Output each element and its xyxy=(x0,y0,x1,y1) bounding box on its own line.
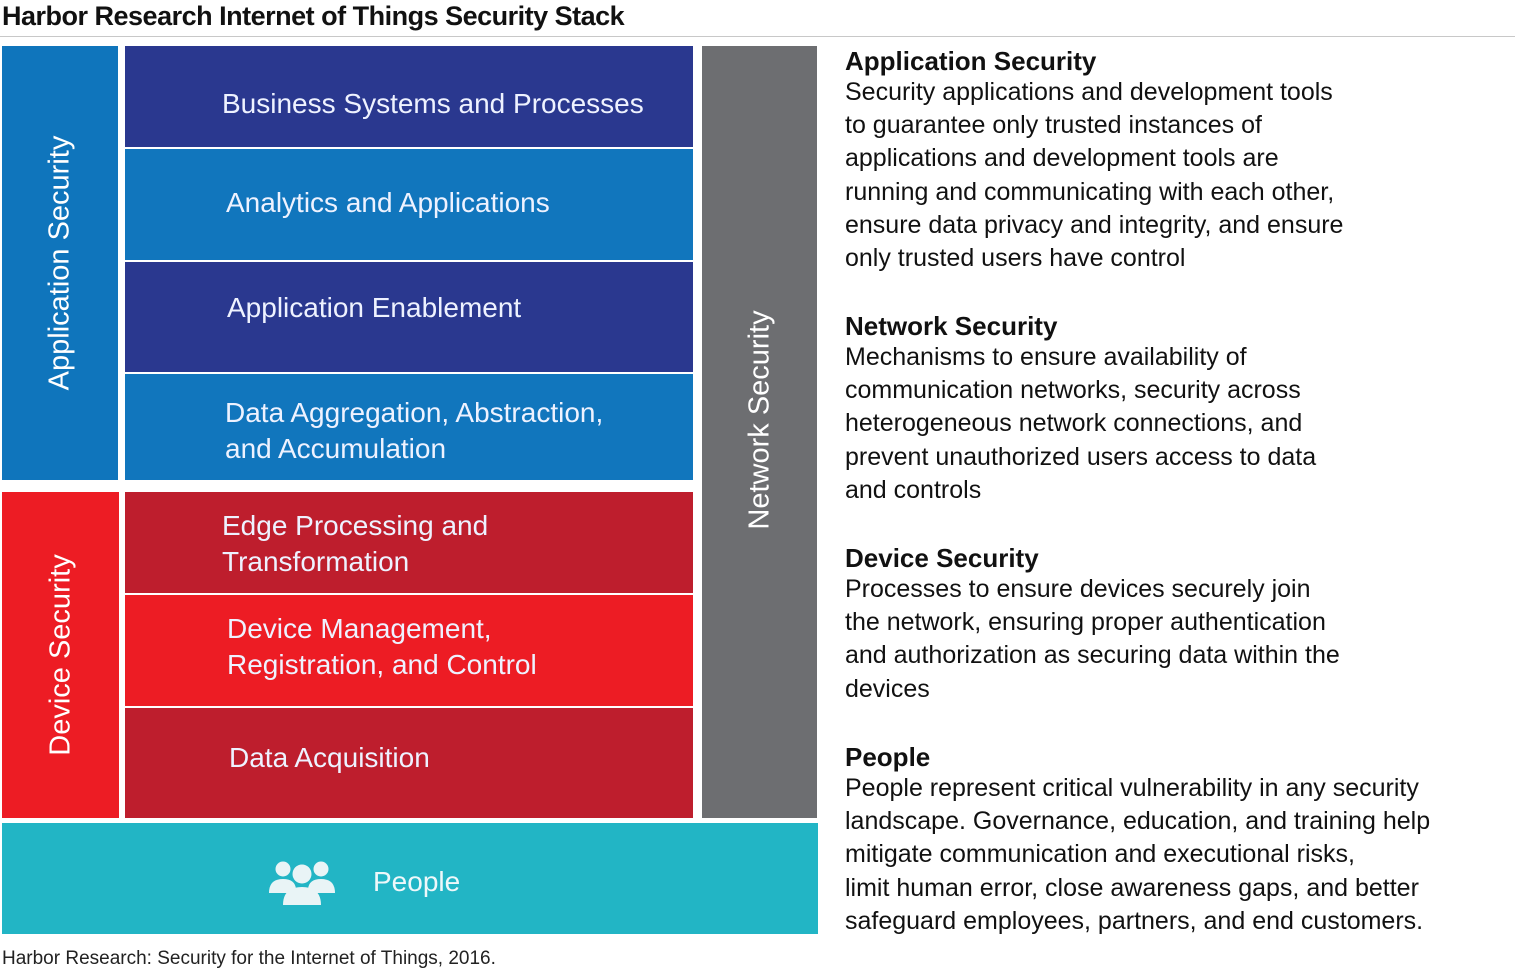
layer-device-management: Device Management, Registration, and Con… xyxy=(125,595,693,706)
layer-line: Transformation xyxy=(222,546,410,577)
layer-data-acquisition: Data Acquisition xyxy=(125,708,693,818)
layer-line: and Accumulation xyxy=(225,433,447,464)
description-body: Mechanisms to ensure availability of com… xyxy=(845,343,1317,504)
description-heading: Application Security xyxy=(845,46,1097,76)
layer-edge-processing: Edge Processing and Transformation xyxy=(125,492,693,593)
layer-line: Data Acquisition xyxy=(229,742,430,773)
people-bar: People xyxy=(2,823,818,934)
page-title: Harbor Research Internet of Things Secur… xyxy=(2,1,625,31)
source-caption: Harbor Research: Security for the Intern… xyxy=(2,948,496,969)
description-device-security: Device Security Processes to ensure devi… xyxy=(845,543,1525,706)
device-security-bar: Device Security xyxy=(2,492,119,818)
description-body: People represent critical vulnerability … xyxy=(845,774,1431,935)
layer-data-aggregation: Data Aggregation, Abstraction, and Accum… xyxy=(125,374,693,480)
description-people: People People represent critical vulnera… xyxy=(845,742,1525,938)
title-divider xyxy=(0,36,1515,37)
layer-business-systems: Business Systems and Processes xyxy=(125,46,693,147)
description-network-security: Network Security Mechanisms to ensure av… xyxy=(845,311,1525,507)
people-group-icon xyxy=(269,861,335,905)
description-application-security: Application Security Security applicatio… xyxy=(845,46,1525,275)
application-security-label: Application Security xyxy=(43,135,76,391)
layer-line: Device Management, xyxy=(227,613,492,644)
layer-line: Data Aggregation, Abstraction, xyxy=(225,397,604,428)
device-security-label: Device Security xyxy=(44,554,76,756)
application-security-bar: Application Security xyxy=(2,46,118,480)
network-security-bar: Network Security xyxy=(702,46,817,818)
description-body: Security applications and development to… xyxy=(845,78,1344,273)
layer-line: Business Systems and Processes xyxy=(222,88,644,119)
description-heading: Network Security xyxy=(845,311,1058,341)
layer-line: Application Enablement xyxy=(227,292,522,323)
layer-line: Edge Processing and xyxy=(222,510,489,541)
layer-analytics: Analytics and Applications xyxy=(125,149,693,260)
people-label: People xyxy=(373,866,461,897)
layer-application-enablement: Application Enablement xyxy=(125,262,693,372)
description-heading: Device Security xyxy=(845,543,1039,573)
layer-line: Analytics and Applications xyxy=(226,187,550,218)
description-heading: People xyxy=(845,742,931,772)
layer-line: Registration, and Control xyxy=(227,649,537,680)
description-body: Processes to ensure devices securely joi… xyxy=(845,575,1340,703)
network-security-label: Network Security xyxy=(743,310,775,530)
